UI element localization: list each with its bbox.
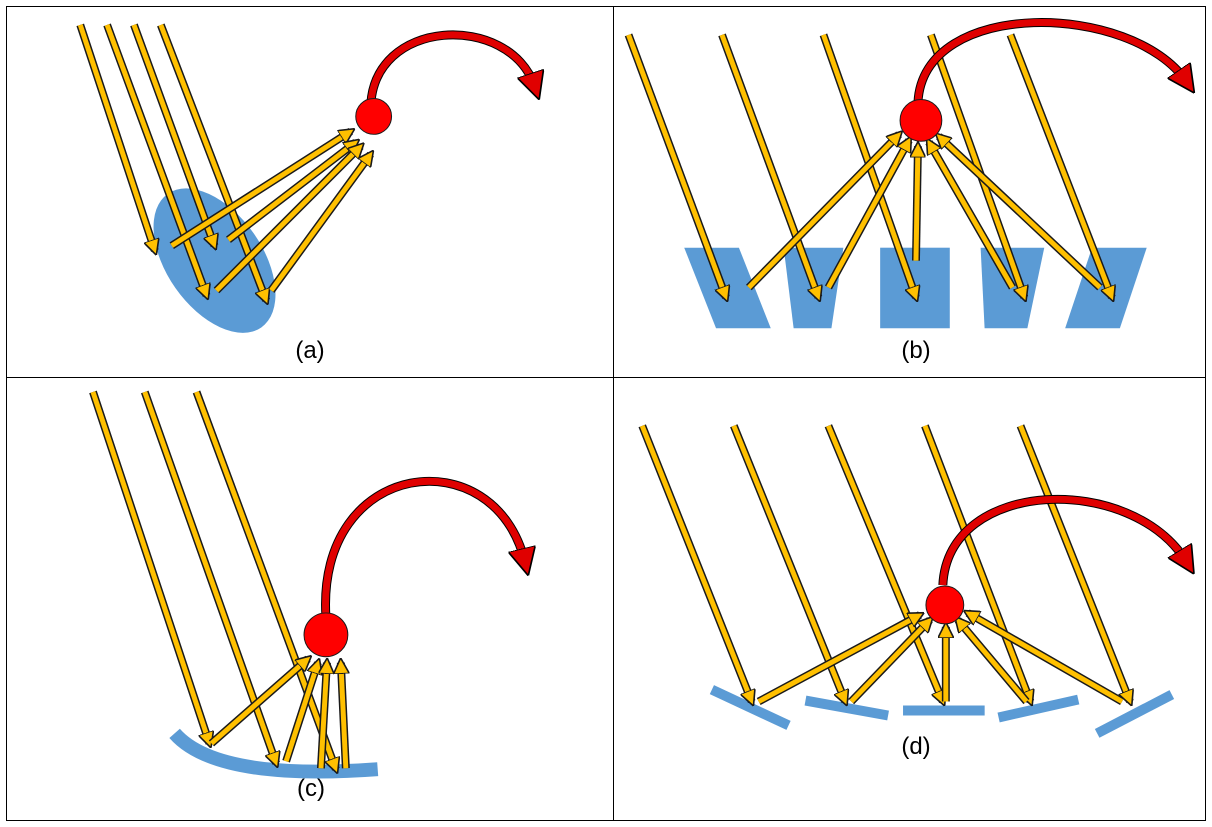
- incident-ray: [731, 424, 845, 702]
- incident-rays: [624, 33, 1112, 298]
- incident-ray: [626, 33, 726, 298]
- reflected-rays: [746, 134, 1103, 291]
- fresnel-mirror: [804, 695, 889, 721]
- incident-ray: [928, 34, 1024, 298]
- reflected-ray: [170, 131, 351, 248]
- reflected-ray: [968, 613, 1124, 704]
- reflected-ray: [341, 663, 346, 769]
- incident-ray: [826, 424, 942, 702]
- mirror-segment: [684, 247, 771, 329]
- incident-ray: [104, 24, 206, 296]
- reflected-ray: [283, 663, 318, 763]
- reflected-ray: [269, 154, 370, 292]
- incident-ray: [1018, 424, 1130, 702]
- receiver: [355, 98, 393, 135]
- heat-output-arrow: [367, 31, 535, 110]
- caption-d: (d): [901, 733, 931, 760]
- reflected-ray: [757, 615, 920, 704]
- panel-c-diagram: [89, 390, 613, 779]
- panel-b: (b): [613, 6, 1206, 378]
- incident-ray: [922, 424, 1031, 702]
- figure-grid: (a) (b): [6, 6, 1206, 821]
- reflected-ray: [826, 140, 909, 289]
- reflected-ray: [209, 659, 308, 746]
- incident-ray: [90, 391, 209, 743]
- panel-a-diagram: [76, 23, 613, 333]
- receiver: [303, 612, 349, 658]
- panel-a: (a): [6, 6, 614, 378]
- fresnel-mirror: [1094, 690, 1175, 738]
- caption-a: (a): [295, 337, 325, 364]
- reflected-rays: [756, 609, 1125, 706]
- panel-c: (c): [6, 377, 614, 821]
- heat-output-arrow: [939, 495, 1187, 586]
- reflected-rays: [208, 659, 350, 769]
- reflected-ray: [916, 146, 918, 261]
- reflected-ray: [214, 146, 361, 293]
- reflected-ray: [321, 663, 327, 769]
- incident-ray: [77, 24, 155, 251]
- reflected-ray: [747, 134, 899, 290]
- panel-b-diagram: [624, 18, 1205, 329]
- reflected-ray: [929, 142, 1015, 289]
- reflected-ray: [958, 620, 1029, 704]
- reflected-ray: [226, 142, 355, 242]
- receiver: [899, 99, 943, 142]
- reflected-ray: [939, 136, 1102, 290]
- incident-ray: [719, 33, 818, 298]
- fresnel-mirror: [997, 694, 1080, 723]
- heat-output-arrow: [322, 477, 525, 618]
- panel-d: (d): [613, 377, 1206, 821]
- incident-ray: [194, 391, 336, 769]
- caption-b: (b): [901, 337, 931, 364]
- reflected-rays: [169, 131, 371, 294]
- heat-output-arrow: [914, 19, 1187, 103]
- incident-ray: [131, 24, 215, 246]
- incident-ray: [1008, 33, 1111, 298]
- mirror-segment: [980, 247, 1045, 329]
- incident-rays: [76, 23, 266, 301]
- reflected-ray: [849, 620, 930, 704]
- incident-ray: [639, 424, 752, 702]
- incident-rays: [638, 424, 1130, 702]
- caption-c: (c): [297, 775, 325, 802]
- receiver: [925, 585, 965, 625]
- panel-d-diagram: [638, 424, 1205, 738]
- dish-mirror: [153, 188, 276, 333]
